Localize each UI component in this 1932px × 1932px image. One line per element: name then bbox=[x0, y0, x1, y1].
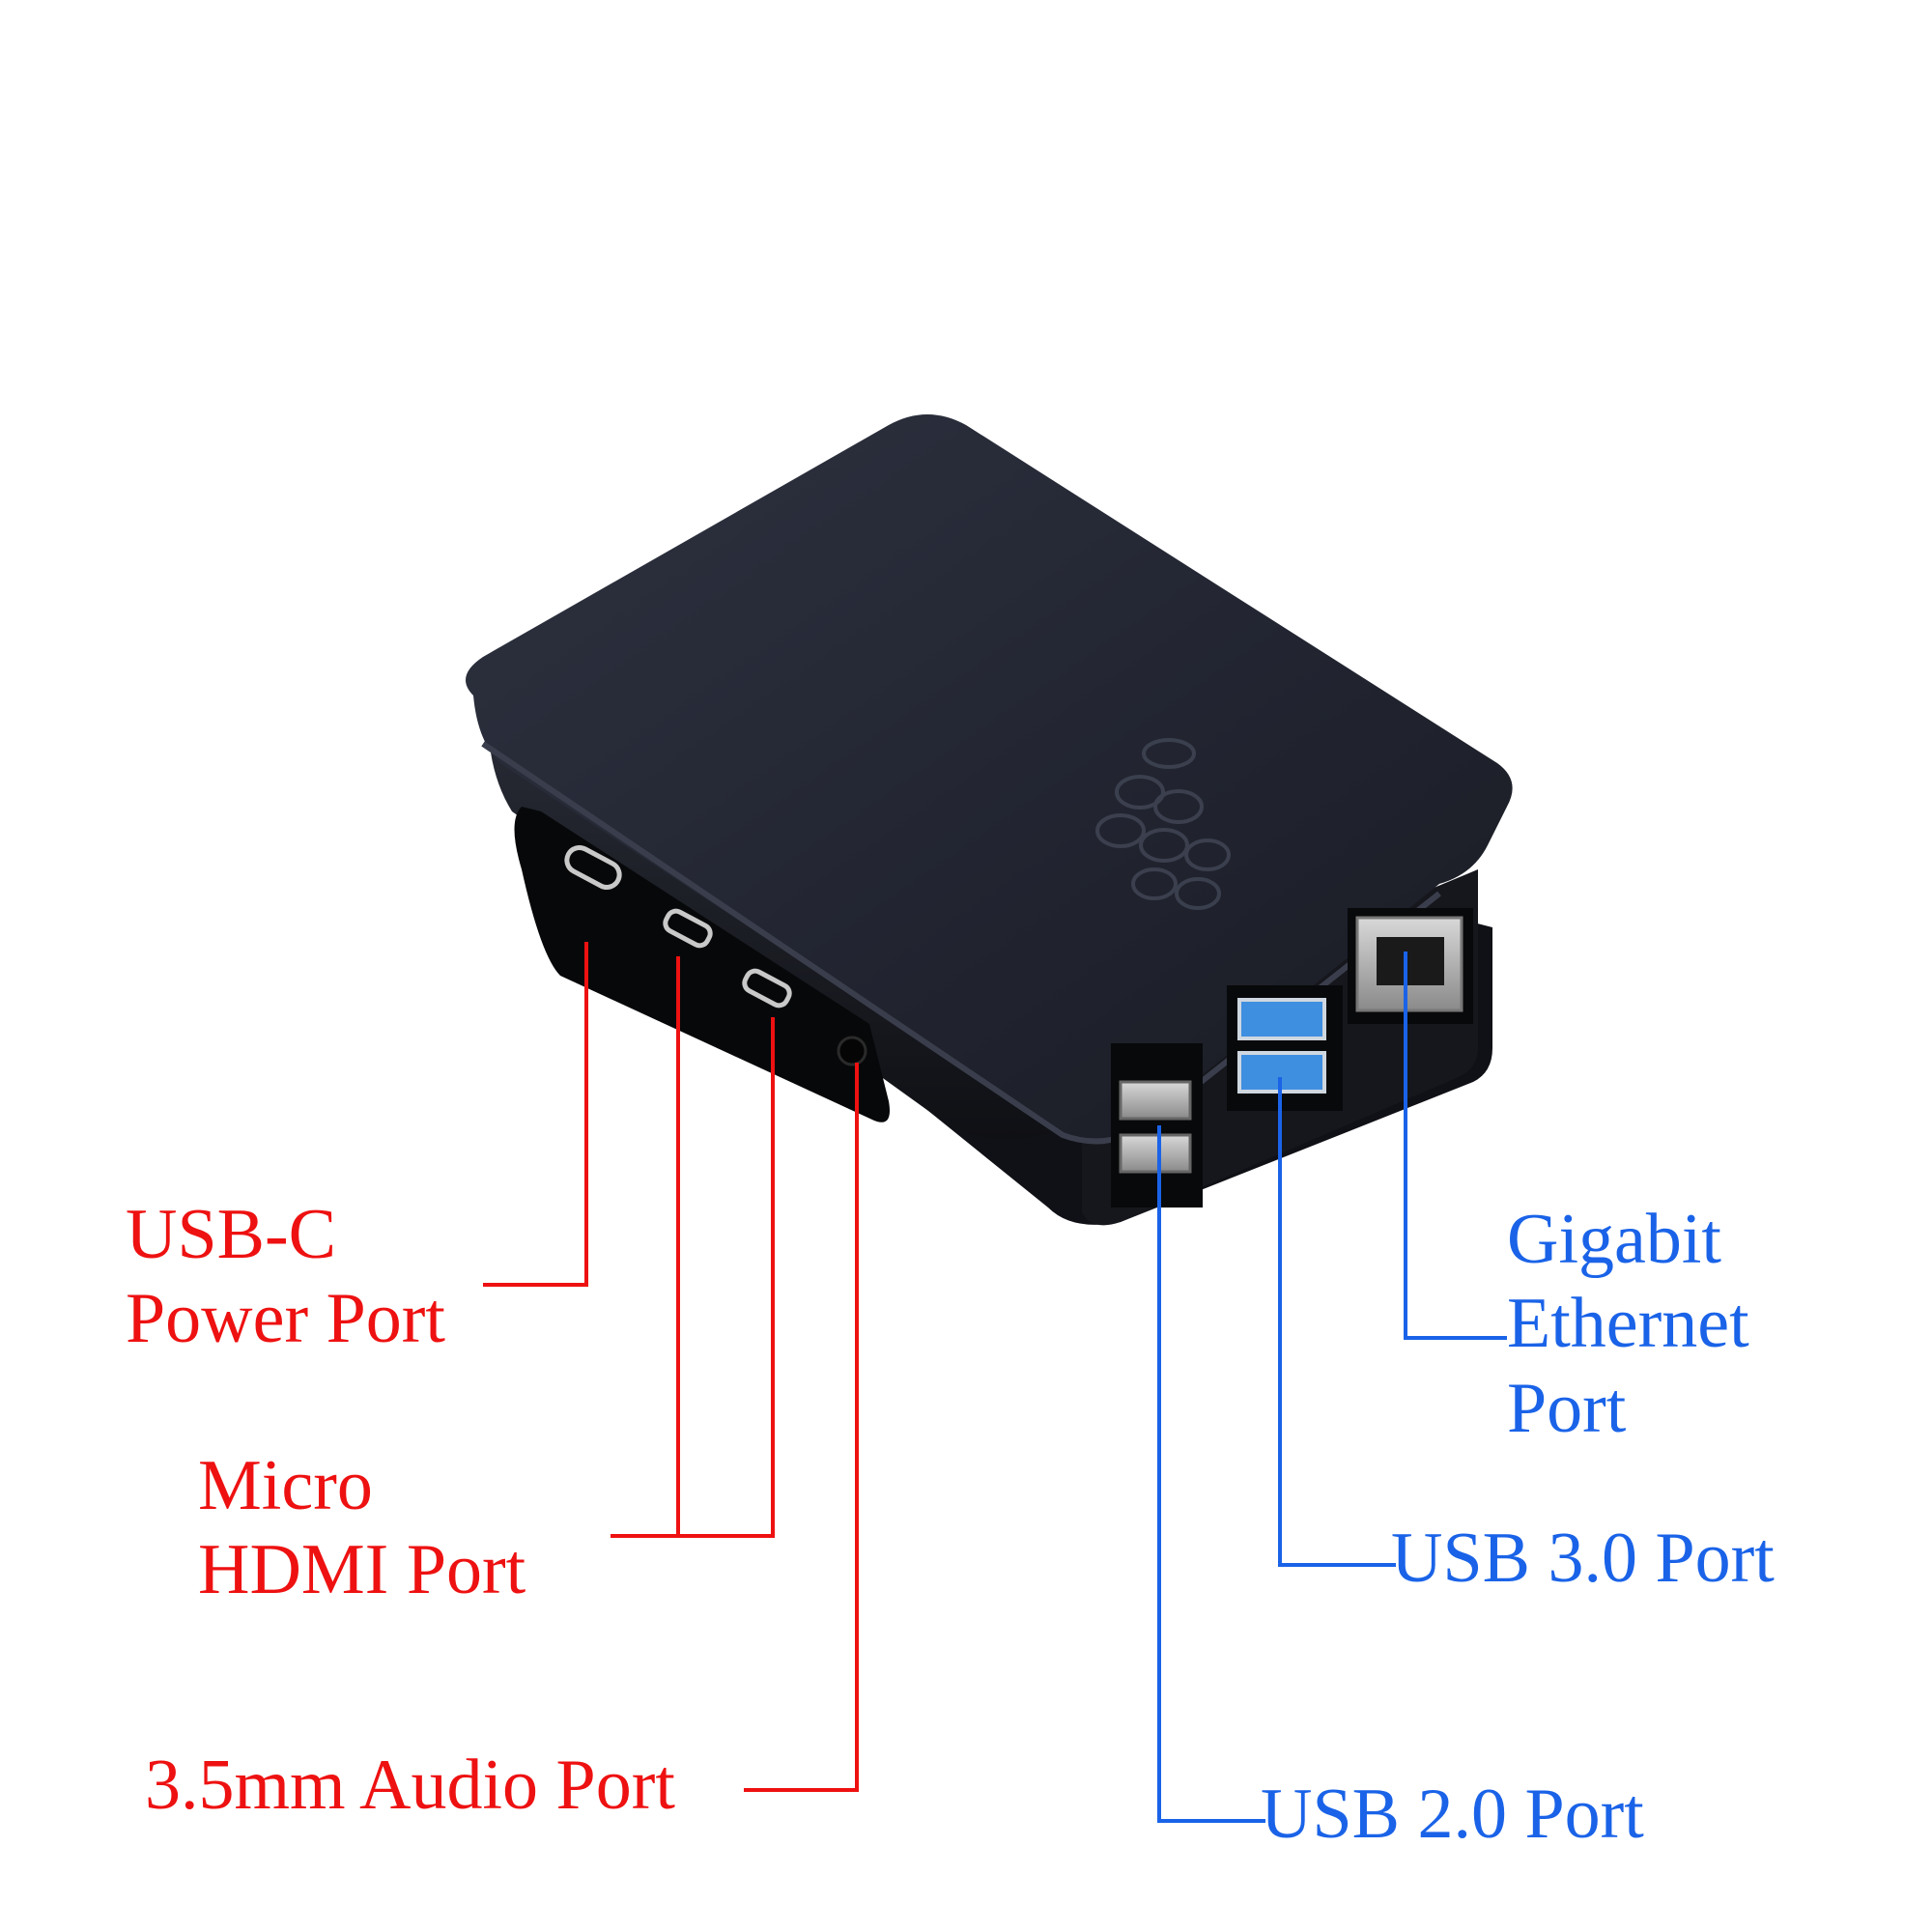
hdmi-callout-line-1 bbox=[611, 956, 680, 1538]
ethernet-callout-line bbox=[1404, 952, 1507, 1340]
usb2-callout-line bbox=[1157, 1125, 1265, 1823]
usb2-port-top bbox=[1119, 1080, 1192, 1121]
hdmi-port-2 bbox=[742, 968, 792, 1009]
right-callout-lines bbox=[1157, 952, 1507, 1823]
raspberry-logo-emboss bbox=[1095, 738, 1231, 910]
usb2-port-bottom bbox=[1119, 1133, 1192, 1174]
usb2-opening bbox=[1111, 1043, 1203, 1208]
left-callout-lines bbox=[483, 942, 859, 1792]
ethernet-label: Gigabit Ethernet Port bbox=[1507, 1200, 1749, 1448]
hdmi-label: Micro HDMI Port bbox=[198, 1446, 526, 1610]
case-top-lid bbox=[466, 414, 1513, 1139]
usb3-callout-line bbox=[1278, 1077, 1396, 1567]
usb3-label: USB 3.0 Port bbox=[1391, 1519, 1775, 1598]
hdmi-callout-line-2 bbox=[678, 1017, 775, 1538]
usb3-port-top bbox=[1237, 998, 1326, 1040]
audio-port bbox=[837, 1036, 867, 1066]
usbc-callout-line bbox=[483, 942, 588, 1287]
usbc-label: USB-C Power Port bbox=[126, 1195, 445, 1359]
audio-label: 3.5mm Audio Port bbox=[145, 1746, 675, 1825]
hdmi-port-1 bbox=[663, 908, 713, 949]
audio-callout-line bbox=[744, 1063, 859, 1792]
usbc-port bbox=[564, 844, 622, 891]
usb2-label: USB 2.0 Port bbox=[1261, 1775, 1644, 1854]
